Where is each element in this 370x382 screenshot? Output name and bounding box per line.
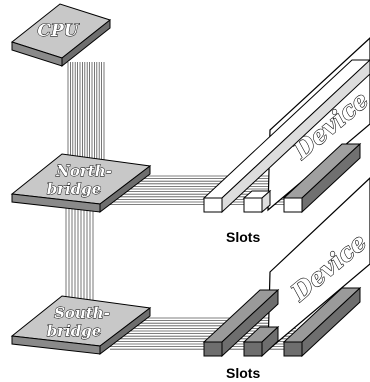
northbridge-southbridge-bus [65, 208, 94, 314]
slot-lower-2 [242, 325, 280, 358]
slot-upper-1 [202, 59, 370, 214]
slots-label-upper: Slots [226, 229, 260, 245]
northbridge-chip: North- bridge [10, 153, 152, 214]
southbridge-label-line1: South- [54, 304, 110, 322]
cpu-label: CPU [37, 21, 79, 41]
cpu-chip: CPU [10, 3, 112, 68]
slot-upper-2 [242, 189, 272, 214]
slot-lower-3 [282, 286, 362, 358]
upper-slots [202, 59, 370, 214]
southbridge-label-line2: bridge [47, 322, 102, 340]
slot-lower-1 [202, 288, 280, 358]
lower-slots [202, 286, 362, 358]
southbridge-chip: South- bridge [10, 295, 152, 356]
northbridge-label-line1: North- [55, 162, 112, 180]
slot-upper-3 [282, 142, 362, 214]
cpu-northbridge-bus [67, 62, 105, 172]
northbridge-label-line2: bridge [47, 180, 102, 198]
slots-label-lower: Slots [226, 365, 260, 381]
